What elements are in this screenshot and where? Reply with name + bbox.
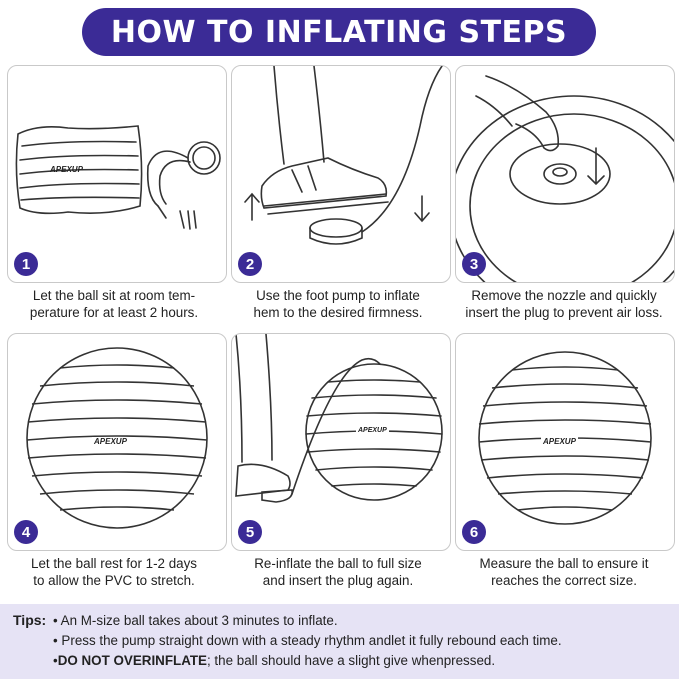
- step-1-panel: APEXUP 1: [7, 65, 227, 283]
- warning-text: ; the ball should have a slight give whe…: [206, 653, 496, 668]
- step-6-panel: APEXUP 6: [455, 333, 675, 551]
- brand-logo: APEXUP: [541, 437, 578, 446]
- plug-insertion-illustration: [456, 75, 674, 282]
- tip-text: Press the pump straight down with a stea…: [61, 633, 562, 648]
- step-1-caption-line1: Let the ball sit at room tem-: [32, 288, 196, 303]
- foot-pump-illustration: [244, 66, 443, 245]
- page-title: HOW TO INFLATING STEPS: [110, 14, 568, 50]
- step-3-panel: 3: [455, 65, 675, 283]
- tip-warning: •DO NOT OVERINFLATE; the ball should hav…: [53, 653, 496, 668]
- measured-ball-illustration: [478, 351, 652, 525]
- step-6-caption-line1: Measure the ball to ensure it: [479, 556, 649, 571]
- brand-logo: APEXUP: [50, 165, 83, 174]
- step-2-panel: 2: [231, 65, 451, 283]
- reinflate-ball-illustration: [235, 334, 443, 503]
- step-3-caption-line1: Remove the nozzle and quickly: [471, 288, 657, 303]
- step-4-badge: 4: [14, 520, 38, 544]
- tip-item: • Press the pump straight down with a st…: [53, 633, 562, 648]
- step-6-badge: 6: [462, 520, 486, 544]
- tip-item: • An M-size ball takes about 3 minutes t…: [53, 613, 338, 628]
- title-banner: HOW TO INFLATING STEPS: [82, 8, 596, 56]
- step-6-caption-line2: reaches the correct size.: [491, 573, 637, 588]
- step-1-badge: 1: [14, 252, 38, 276]
- tip-text: An M-size ball takes about 3 minutes to …: [60, 613, 338, 628]
- step-5-caption-line1: Re-inflate the ball to full size: [254, 556, 422, 571]
- tips-label: Tips:: [13, 612, 47, 628]
- step-2-badge: 2: [238, 252, 262, 276]
- step-3-caption-line2: insert the plug to prevent air loss.: [465, 305, 663, 320]
- warning-bold: DO NOT OVERINFLATE: [57, 653, 207, 668]
- inflated-ball-illustration: [26, 347, 208, 529]
- brand-logo: APEXUP: [356, 427, 389, 434]
- step-5-badge: 5: [238, 520, 262, 544]
- step-5-panel: APEXUP 5: [231, 333, 451, 551]
- step-4-panel: APEXUP 4: [7, 333, 227, 551]
- brand-logo: APEXUP: [92, 437, 129, 446]
- step-2-caption-line2: hem to the desired firmness.: [253, 305, 423, 320]
- step-4-caption-line2: to allow the PVC to stretch.: [33, 573, 195, 588]
- tips-box: [0, 604, 679, 679]
- step-5-caption-line2: and insert the plug again.: [262, 573, 414, 588]
- step-3-badge: 3: [462, 252, 486, 276]
- step-1-caption-line2: perature for at least 2 hours.: [29, 305, 199, 320]
- step-4-caption-line1: Let the ball rest for 1-2 days: [31, 556, 197, 571]
- step-2-caption-line1: Use the foot pump to inflate: [256, 288, 420, 303]
- folded-ball-and-pump-illustration: [15, 125, 221, 230]
